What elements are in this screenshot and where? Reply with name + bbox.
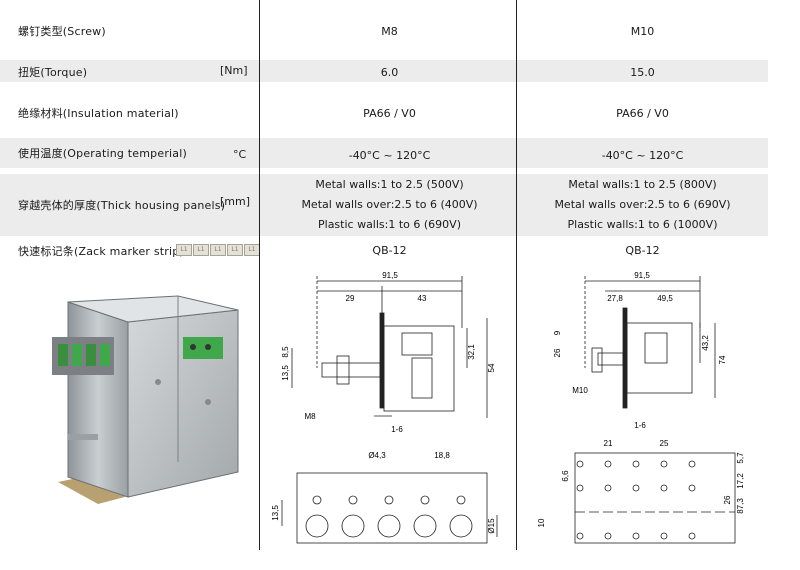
label-housing: 穿越壳体的厚度(Thick housing panels) <box>18 199 226 212</box>
m10-dim-v2: 5,7 <box>736 452 745 464</box>
housing-m8-line-1: Metal walls:1 to 2.5 (500V) <box>315 178 464 191</box>
label-marker: 快速标记条(Zack marker strip) <box>18 245 184 258</box>
marker-strip-image: L1 L1 L1 L1 L1 <box>176 244 260 256</box>
value-torque-m10: 15.0 <box>630 66 655 79</box>
value-insulation-m8: PA66 / V0 <box>363 107 416 120</box>
unit-temperature: °C <box>233 148 247 161</box>
marker-tag: L1 <box>176 244 192 256</box>
housing-m8-line-3: Plastic walls:1 to 6 (690V) <box>318 218 461 231</box>
m8-pitch-label: 18,8 <box>434 451 450 460</box>
row-insulation: 绝缘材料(Insulation material) PA66 / V0 PA66… <box>0 100 768 124</box>
row-torque: 扭矩(Torque) [Nm] 6.0 15.0 <box>0 60 768 82</box>
housing-m8-line-2: Metal walls over:2.5 to 6 (400V) <box>301 198 478 211</box>
m10-dim-right: 49,5 <box>657 294 673 303</box>
m10-dim-v3: 17,2 <box>736 473 745 489</box>
m8-dim-side1: 13,5 <box>281 365 290 381</box>
m10-pitch-2: 25 <box>660 439 669 448</box>
value-marker-m10: QB-12 <box>625 244 660 257</box>
housing-m10-line-3: Plastic walls:1 to 6 (1000V) <box>567 218 718 231</box>
m8-base-height: 13,5 <box>271 505 280 521</box>
drawing-m8: 91,5 29 43 32,1 54 13,5 8,5 M8 1-6 Ø4,3 … <box>271 271 498 544</box>
m8-dim-right: 43 <box>418 294 427 303</box>
m8-hole-label: Ø4,3 <box>368 451 386 460</box>
m10-dim-v5: 87,3 <box>736 498 745 514</box>
housing-m10-line-1: Metal walls:1 to 2.5 (800V) <box>568 178 717 191</box>
m10-dim-v4: 26 <box>723 495 732 504</box>
value-temp-m10: -40°C ~ 120°C <box>601 149 684 162</box>
label-screw: 螺钉类型(Screw) <box>18 25 106 38</box>
m10-dim-side2: 9 <box>553 330 562 335</box>
m10-screw-label: M10 <box>572 386 588 395</box>
m10-dim-v6: 10 <box>537 518 546 527</box>
label-torque: 扭矩(Torque) <box>18 66 88 79</box>
value-screw-m10: M10 <box>630 25 655 38</box>
row-marker: 快速标记条(Zack marker strip) L1 L1 L1 L1 L1 … <box>0 240 768 260</box>
marker-tag: L1 <box>227 244 243 256</box>
divider-left <box>259 0 260 550</box>
row-screw: 螺钉类型(Screw) M8 M10 <box>0 12 768 48</box>
product-photo <box>52 295 239 504</box>
m10-dim-side1: 26 <box>553 348 562 357</box>
unit-torque: [Nm] <box>220 64 248 77</box>
value-insulation-m10: PA66 / V0 <box>616 107 669 120</box>
m8-dim-h1: 32,1 <box>467 344 476 360</box>
marker-tag: L1 <box>193 244 209 256</box>
drawing-m10: 91,5 27,8 49,5 43,2 74 26 9 M10 1-6 21 2… <box>537 271 745 544</box>
m8-dim-left: 29 <box>346 294 355 303</box>
value-torque-m8: 6.0 <box>380 66 399 79</box>
value-housing-m8: Metal walls:1 to 2.5 (500V) Metal walls … <box>262 175 517 235</box>
label-insulation: 绝缘材料(Insulation material) <box>18 107 179 120</box>
unit-housing: [mm] <box>220 195 251 208</box>
divider-right <box>516 0 517 550</box>
m8-wall-label: 1-6 <box>391 425 403 434</box>
label-temperature: 使用温度(Operating temperial) <box>18 147 187 160</box>
row-temperature: 使用温度(Operating temperial) °C -40°C ~ 120… <box>0 138 768 168</box>
housing-m10-line-2: Metal walls over:2.5 to 6 (690V) <box>554 198 731 211</box>
m8-dim-overall: 91,5 <box>382 271 398 280</box>
m10-dim-v1: 6,6 <box>561 470 570 482</box>
m10-dim-left: 27,8 <box>607 294 623 303</box>
value-marker-m8: QB-12 <box>372 244 407 257</box>
m8-dim-h2: 54 <box>487 363 496 372</box>
marker-tag: L1 <box>244 244 260 256</box>
value-screw-m8: M8 <box>381 25 398 38</box>
m10-dim-h2: 74 <box>718 355 727 364</box>
value-housing-m10: Metal walls:1 to 2.5 (800V) Metal walls … <box>517 175 768 235</box>
m8-dim-side2: 8,5 <box>281 346 290 358</box>
value-temp-m8: -40°C ~ 120°C <box>348 149 431 162</box>
marker-tag: L1 <box>210 244 226 256</box>
m10-wall-label: 1-6 <box>634 421 646 430</box>
m10-pitch-1: 21 <box>604 439 613 448</box>
m10-dim-overall: 91,5 <box>634 271 650 280</box>
m8-big-hole: Ø15 <box>487 518 496 534</box>
m8-screw-label: M8 <box>304 412 316 421</box>
row-housing: 穿越壳体的厚度(Thick housing panels) [mm] Metal… <box>0 174 768 236</box>
m10-dim-h1: 43,2 <box>701 335 710 351</box>
